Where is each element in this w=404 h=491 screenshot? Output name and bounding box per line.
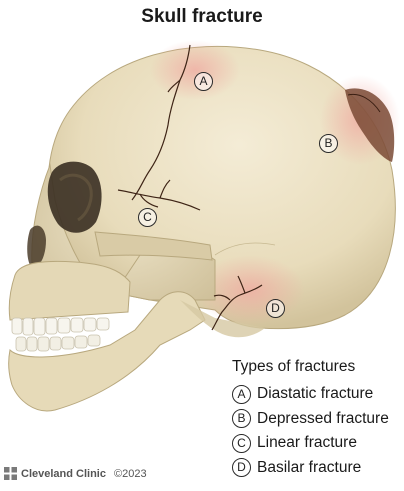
legend-title: Types of fractures [232, 358, 402, 376]
legend-item: B Depressed fracture [232, 407, 402, 432]
fracture-zone-a [150, 40, 240, 100]
marker-c: C [138, 208, 157, 227]
legend-letter: C [232, 434, 251, 453]
legend-letter: D [232, 458, 251, 477]
copyright: ©2023 [114, 468, 147, 480]
legend-label: Basilar fracture [257, 459, 361, 477]
legend-letter: A [232, 385, 251, 404]
legend-label: Linear fracture [257, 434, 357, 452]
legend-item: A Diastatic fracture [232, 382, 402, 407]
legend-item: C Linear fracture [232, 431, 402, 456]
fracture-legend: Types of fractures A Diastatic fracture … [232, 358, 402, 480]
legend-label: Diastatic fracture [257, 385, 373, 403]
marker-a: A [194, 72, 213, 91]
lower-teeth [16, 335, 100, 351]
cleveland-clinic-logo-icon [4, 467, 17, 480]
marker-d: D [266, 299, 285, 318]
upper-teeth [12, 318, 109, 335]
footer: Cleveland Clinic ©2023 [4, 467, 147, 480]
brand-name: Cleveland Clinic [21, 468, 106, 480]
legend-letter: B [232, 409, 251, 428]
legend-label: Depressed fracture [257, 410, 389, 428]
legend-item: D Basilar fracture [232, 456, 402, 481]
maxilla [9, 261, 130, 320]
marker-b: B [319, 134, 338, 153]
